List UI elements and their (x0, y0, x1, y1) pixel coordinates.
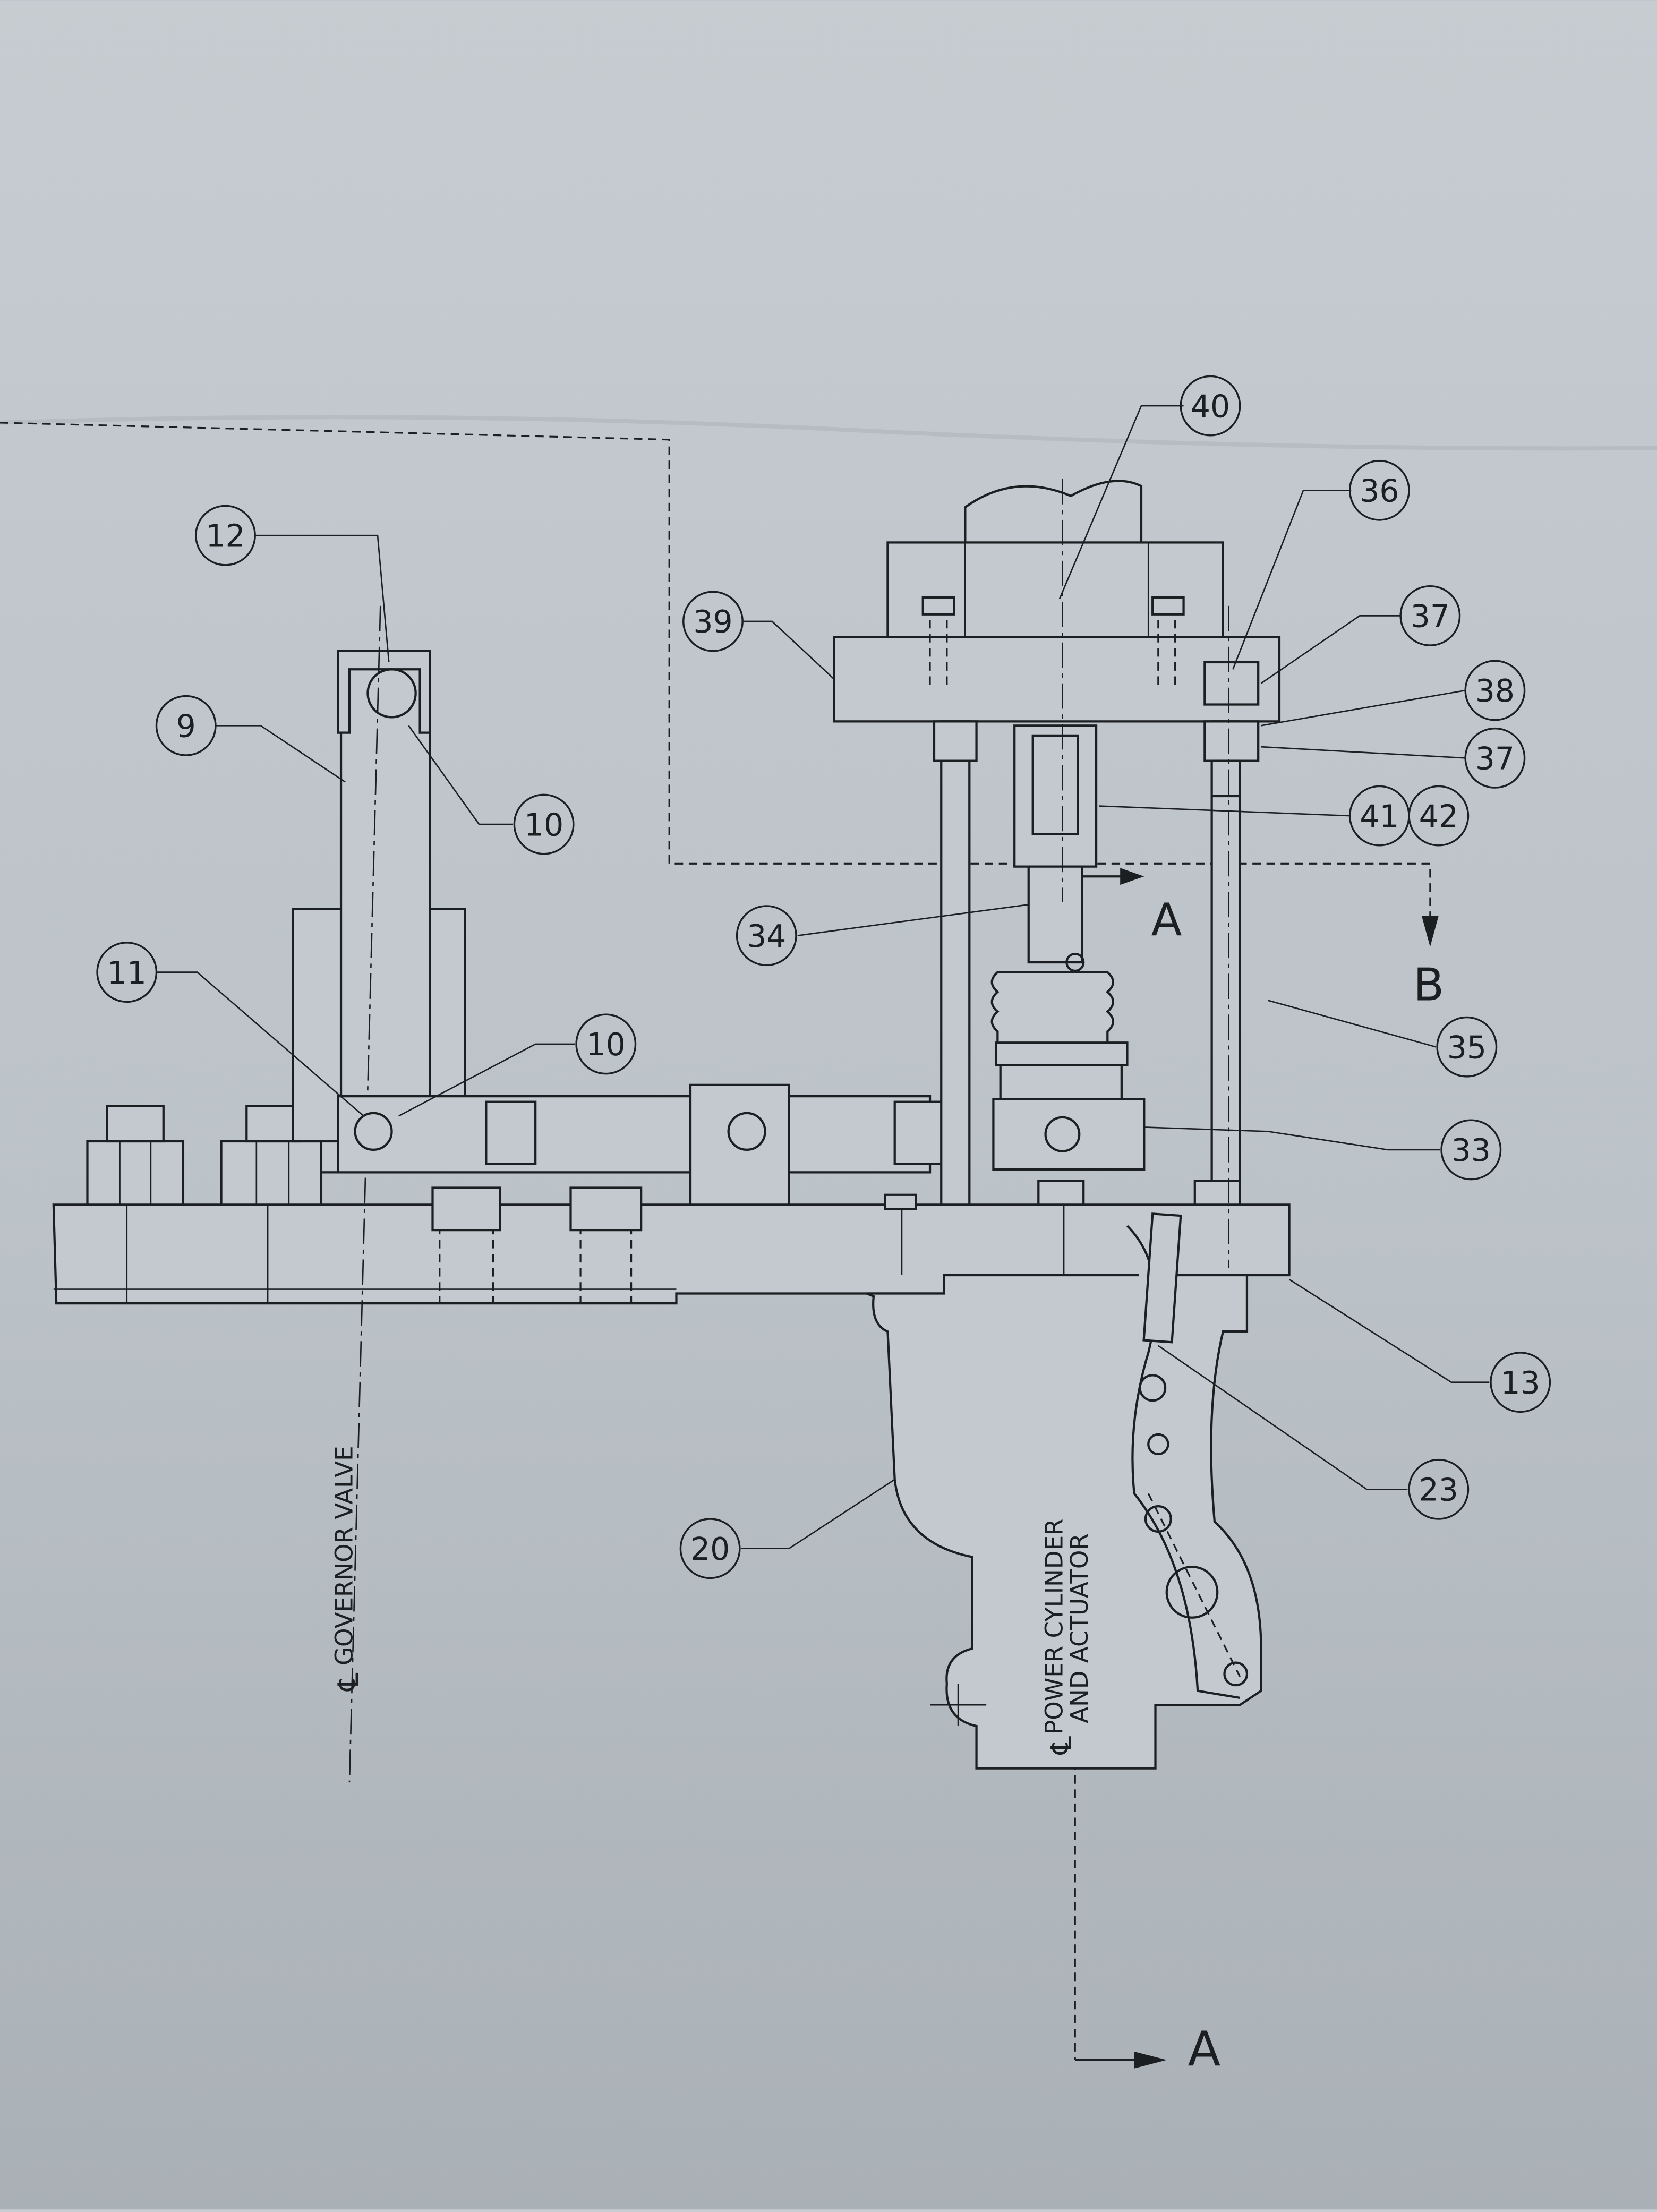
leader-lines (156, 405, 1490, 1550)
callout-balloon: 12 (195, 505, 256, 566)
centerline-symbol: ℄ (1045, 1736, 1078, 1755)
balloon-circle (1348, 459, 1410, 521)
callout-balloon: 23 (1408, 1458, 1470, 1520)
balloon-circle (1464, 660, 1526, 721)
callout-number: 37 (1411, 599, 1450, 635)
callout-balloon: 36 (1348, 459, 1410, 521)
hex-nut (86, 1105, 185, 1206)
balloon-circle (1440, 1119, 1502, 1181)
callout-number: 9 (176, 708, 196, 745)
balloon-circle (682, 591, 744, 652)
mounting-plate (833, 480, 1281, 723)
balloon-circle (1399, 585, 1461, 646)
balloon-circle (1408, 1458, 1470, 1520)
balloon-circle (736, 905, 797, 967)
balloon-circle (575, 1013, 637, 1075)
callout-number: 42 (1419, 798, 1458, 834)
callout-number: 34 (747, 918, 786, 954)
balloon-circle (1180, 375, 1241, 437)
callout-balloon: 35 (1436, 1016, 1498, 1078)
callout-balloon: 10 (575, 1013, 637, 1075)
balloon-circle (513, 793, 575, 855)
callout-number: 41 (1360, 798, 1399, 834)
section-label-a-bottom: A (1188, 2021, 1221, 2077)
balloon-circle (1408, 785, 1470, 847)
paper-fold (0, 415, 1657, 451)
hex-nut (220, 1105, 323, 1206)
callout-number: 37 (1475, 741, 1515, 777)
callout-number: 10 (586, 1027, 626, 1063)
callout-number: 36 (1360, 473, 1399, 509)
callout-balloon: 39 (682, 591, 744, 652)
centerline-symbol: ℄ (332, 1673, 365, 1692)
callout-number: 39 (693, 604, 732, 640)
callout-balloon: 20 (679, 1518, 741, 1579)
callout-number: 10 (524, 807, 563, 843)
callout-number: 40 (1191, 388, 1230, 424)
callout-balloon: 41 (1348, 785, 1410, 847)
section-label-a: A (1151, 894, 1182, 947)
link-arm (337, 1083, 947, 1206)
power-cylinder-housing (866, 1212, 1262, 1770)
callout-balloon: 9 (155, 695, 217, 756)
power-cylinder-label-line2: AND ACTUATOR (1065, 1533, 1094, 1723)
power-cylinder-label: POWER CYLINDER (1040, 1519, 1068, 1735)
callout-number: 20 (690, 1531, 730, 1567)
callout-balloon: 33 (1440, 1119, 1502, 1181)
callout-number: 11 (107, 955, 147, 991)
callout-balloon: 42 (1408, 785, 1470, 847)
callout-balloon: 13 (1490, 1352, 1551, 1413)
callout-balloon: 37 (1399, 585, 1461, 646)
section-label-b: B (1413, 959, 1444, 1012)
governor-centerline (348, 605, 381, 1783)
balloon-circle (1464, 727, 1526, 789)
callout-balloon: 11 (96, 942, 158, 1003)
balloon-circle (1490, 1352, 1551, 1413)
callout-balloon: 37 (1464, 727, 1526, 789)
actuator-stem (990, 724, 1146, 1171)
guide-rods (884, 720, 1260, 1210)
callout-number: 33 (1451, 1132, 1491, 1168)
callout-balloon: 40 (1180, 375, 1241, 437)
callout-balloons: 40 36 39 37 38 37 12 9 10 41 42 34 35 11 10 33 13 23 20 (96, 375, 1551, 1579)
balloon-circle (155, 695, 217, 756)
governor-valve-label: GOVERNOR VALVE (330, 1446, 358, 1666)
callout-balloon: 34 (736, 905, 797, 967)
callout-number: 13 (1501, 1365, 1540, 1401)
balloon-circle (1436, 1016, 1498, 1078)
callout-balloon: 10 (513, 793, 575, 855)
balloon-circle (195, 505, 256, 566)
callout-number: 35 (1447, 1029, 1487, 1065)
callout-number: 23 (1419, 1472, 1458, 1508)
balloon-circle (96, 942, 158, 1003)
callout-number: 12 (206, 518, 245, 554)
callout-number: 38 (1475, 673, 1515, 709)
callout-balloon: 38 (1464, 660, 1526, 721)
balloon-circle (679, 1518, 741, 1579)
